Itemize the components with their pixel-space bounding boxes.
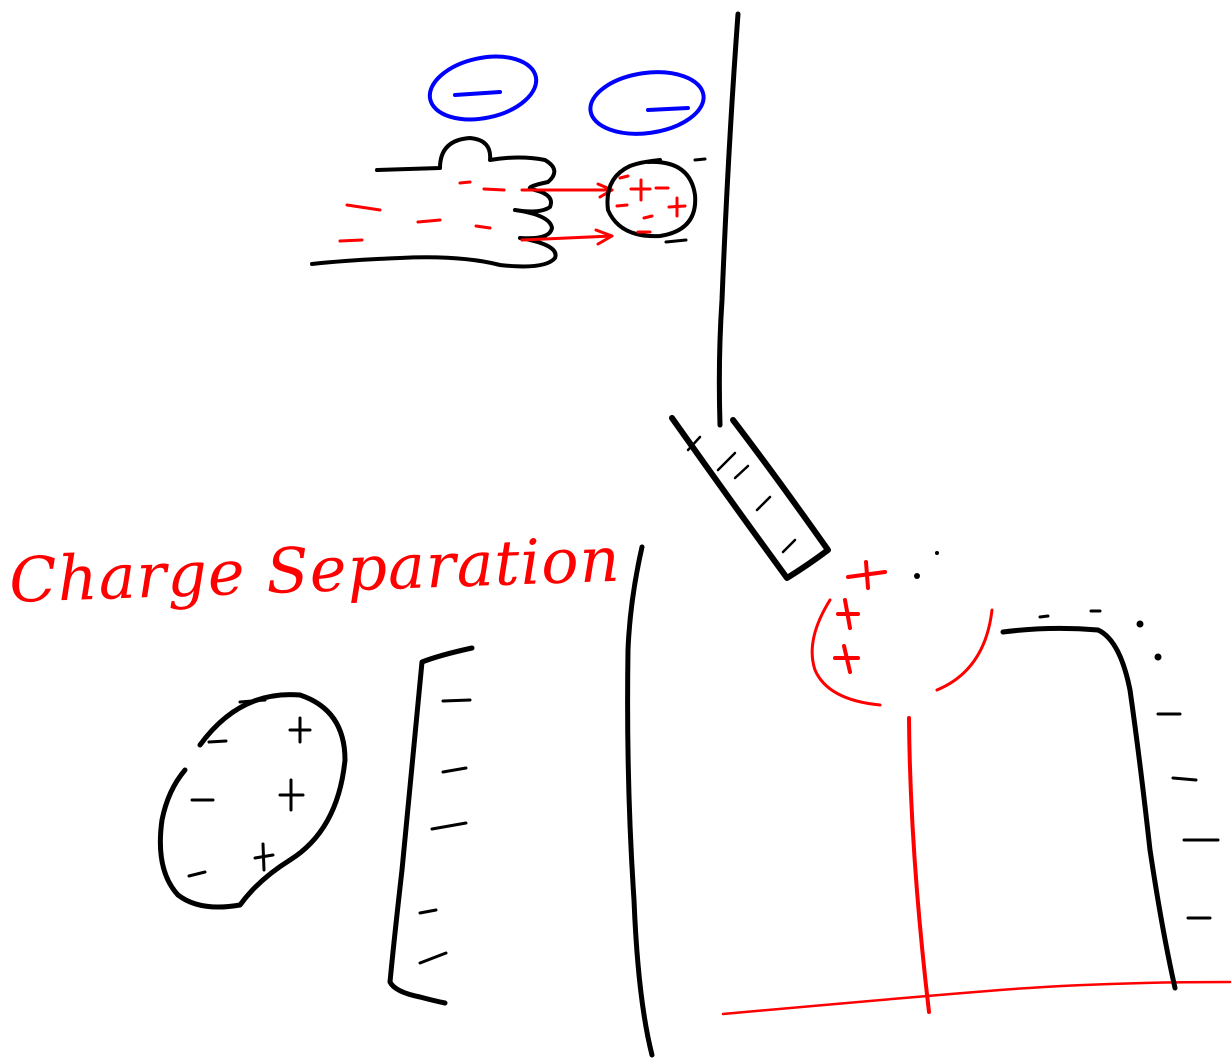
electron-icon	[588, 70, 706, 136]
grounded-wall-icon	[1000, 609, 1220, 991]
hand-charges	[338, 180, 614, 246]
electrons-group	[427, 54, 706, 136]
electroscope-icon	[721, 560, 1231, 1016]
neutral-sphere-icon	[605, 157, 707, 244]
diagram-title: Charge Separation	[8, 523, 622, 617]
electron-icon	[427, 54, 539, 122]
polarized-sphere-icon	[157, 692, 348, 910]
divider-line	[625, 544, 655, 1058]
divider-line	[716, 11, 741, 428]
charge-dots	[914, 551, 1162, 661]
charged-rod-icon	[669, 415, 831, 581]
hand-icon	[310, 136, 558, 269]
charged-wall-icon	[387, 645, 475, 1006]
